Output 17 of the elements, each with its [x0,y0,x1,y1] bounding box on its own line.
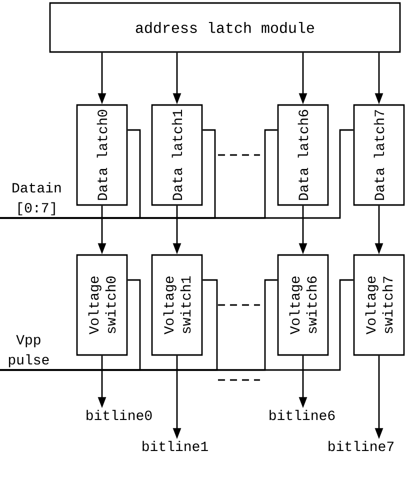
module-box: address latch module [49,2,401,53]
signal-label: Vpp pulse [8,335,49,368]
signal-label: bitline0 [86,410,152,420]
block-box: Data latch7 [353,104,405,206]
block-box: Voltage switch6 [277,254,329,356]
block-box: Voltage switch1 [151,254,203,356]
signal-label: Datain [0:7] [12,182,61,216]
block-box: Data latch0 [76,104,128,206]
block-box: Data latch6 [277,104,329,206]
signal-label: bitline7 [328,440,394,452]
signal-label: bitline1 [142,440,208,452]
bus-line [0,129,354,219]
block-box: Voltage switch0 [76,254,128,356]
block-box: Data latch1 [151,104,203,206]
block-box: Voltage switch7 [353,254,405,356]
bus-line [0,279,354,371]
signal-label: bitline6 [270,410,335,420]
